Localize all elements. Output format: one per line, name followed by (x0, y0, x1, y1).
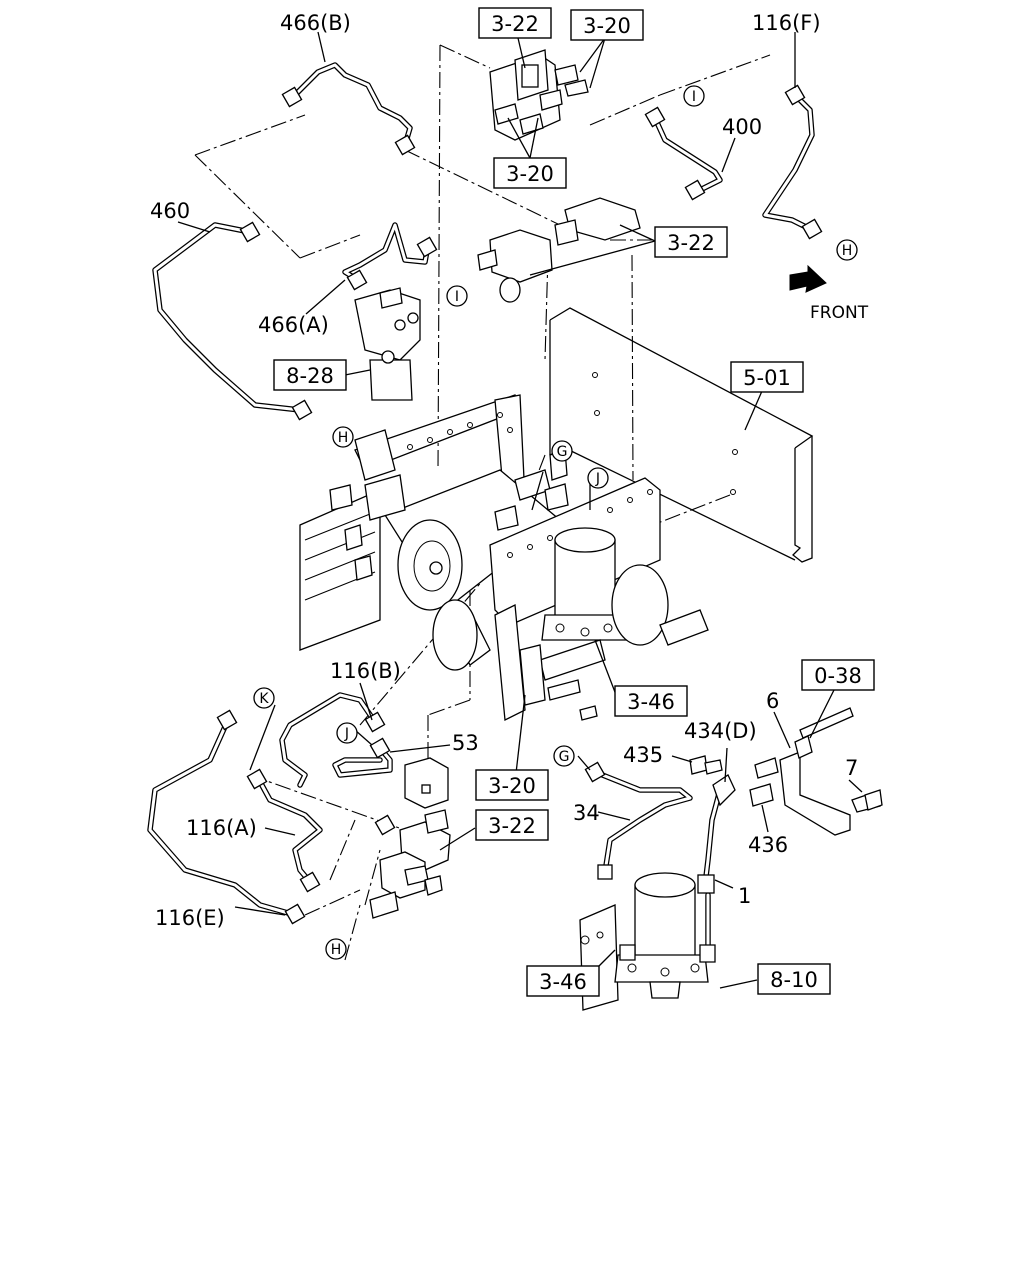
pipes (147, 62, 815, 958)
ref-3-20-top: 3-20 (583, 14, 631, 38)
callout-1: 1 (738, 884, 751, 908)
connection-mark-i-top: I (692, 89, 696, 105)
part-callouts: 466(B) 116(F) 400 460 466(A) FRONT 116(B… (150, 11, 869, 930)
ref-3-22-middle: 3-22 (667, 231, 715, 255)
callout-400: 400 (722, 115, 762, 139)
ref-3-20-upper: 3-20 (506, 162, 554, 186)
connection-mark-h-lower: H (331, 942, 342, 958)
callout-436: 436 (748, 833, 788, 857)
connection-mark-g-lower: G (559, 749, 570, 765)
connection-mark-g-upper: G (557, 444, 568, 460)
callout-466a: 466(A) (258, 313, 329, 337)
middle-valve-3-22 (477, 197, 641, 303)
callout-7: 7 (845, 756, 858, 780)
reference-boxes: 3-22 3-20 3-20 3-22 5-01 8-28 3-46 0-38 … (273, 7, 875, 997)
connection-mark-j-upper: J (595, 471, 600, 487)
connector-53 (404, 757, 449, 809)
ref-8-28: 8-28 (286, 364, 334, 388)
connection-mark-k: K (259, 691, 269, 707)
callout-116a: 116(A) (186, 816, 257, 840)
ref-3-46-middle: 3-46 (627, 690, 675, 714)
bracket-assembly (689, 707, 883, 836)
ref-3-22-lower: 3-22 (488, 814, 536, 838)
callout-434d: 434(D) (684, 719, 757, 743)
callout-116e: 116(E) (155, 906, 225, 930)
ref-3-22-top: 3-22 (491, 12, 539, 36)
ref-3-46-lower: 3-46 (539, 970, 587, 994)
callout-53: 53 (452, 731, 479, 755)
connection-mark-h-left: H (338, 430, 349, 446)
ref-8-10: 8-10 (770, 968, 818, 992)
callout-435: 435 (623, 743, 663, 767)
callout-116f: 116(F) (752, 11, 821, 35)
air-tank-assembly (299, 394, 709, 722)
connection-marks: I H I H G J K J G H (253, 85, 858, 960)
connection-mark-h-right: H (842, 243, 853, 259)
ref-0-38: 0-38 (814, 664, 862, 688)
ref-5-01: 5-01 (743, 366, 791, 390)
ref-3-20-lower: 3-20 (488, 774, 536, 798)
callout-34: 34 (573, 801, 600, 825)
callout-460: 460 (150, 199, 190, 223)
valve-8-28 (354, 287, 421, 401)
top-valve-assembly (489, 49, 589, 141)
air-dryer-3-46 (579, 872, 716, 1011)
callout-466b: 466(B) (280, 11, 351, 35)
callout-front: FRONT (810, 303, 869, 323)
connection-mark-i-middle: I (455, 289, 459, 305)
front-direction-arrow (789, 264, 827, 293)
callout-6: 6 (766, 689, 779, 713)
pipe-nuts (216, 84, 823, 925)
callout-116b: 116(B) (330, 659, 401, 683)
leader-lines (177, 31, 863, 989)
connection-mark-j-lower: J (344, 726, 349, 742)
lower-valve-assembly (369, 809, 451, 919)
frame-rail (549, 307, 814, 563)
